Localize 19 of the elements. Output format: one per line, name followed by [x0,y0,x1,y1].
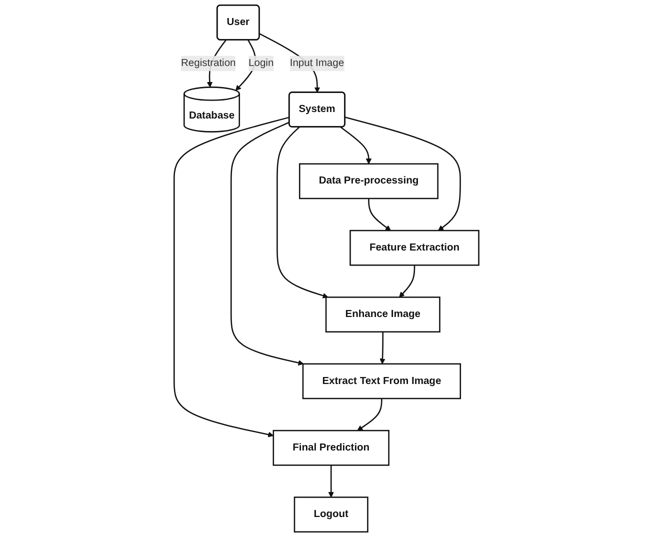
arrow [379,332,385,364]
arrow [398,265,415,298]
node-box: Enhance Image [324,296,440,332]
node-box: Data Pre-processing [298,163,438,200]
node-box: Logout [293,496,368,532]
arrow [368,198,391,231]
edge-label: Registration [180,58,236,69]
arrow [173,116,290,438]
arrow [356,398,382,431]
arrow [344,116,460,231]
edge-label: Input Image [289,58,344,69]
edge-label: Login [248,58,274,69]
node-box: Final Prediction [272,430,389,466]
arrow [230,122,304,366]
node-box: Feature Extraction [349,230,479,266]
node-box: Extract Text From Image [302,363,461,400]
arrow [276,126,328,298]
arrow [340,126,372,164]
arrow [328,465,334,498]
